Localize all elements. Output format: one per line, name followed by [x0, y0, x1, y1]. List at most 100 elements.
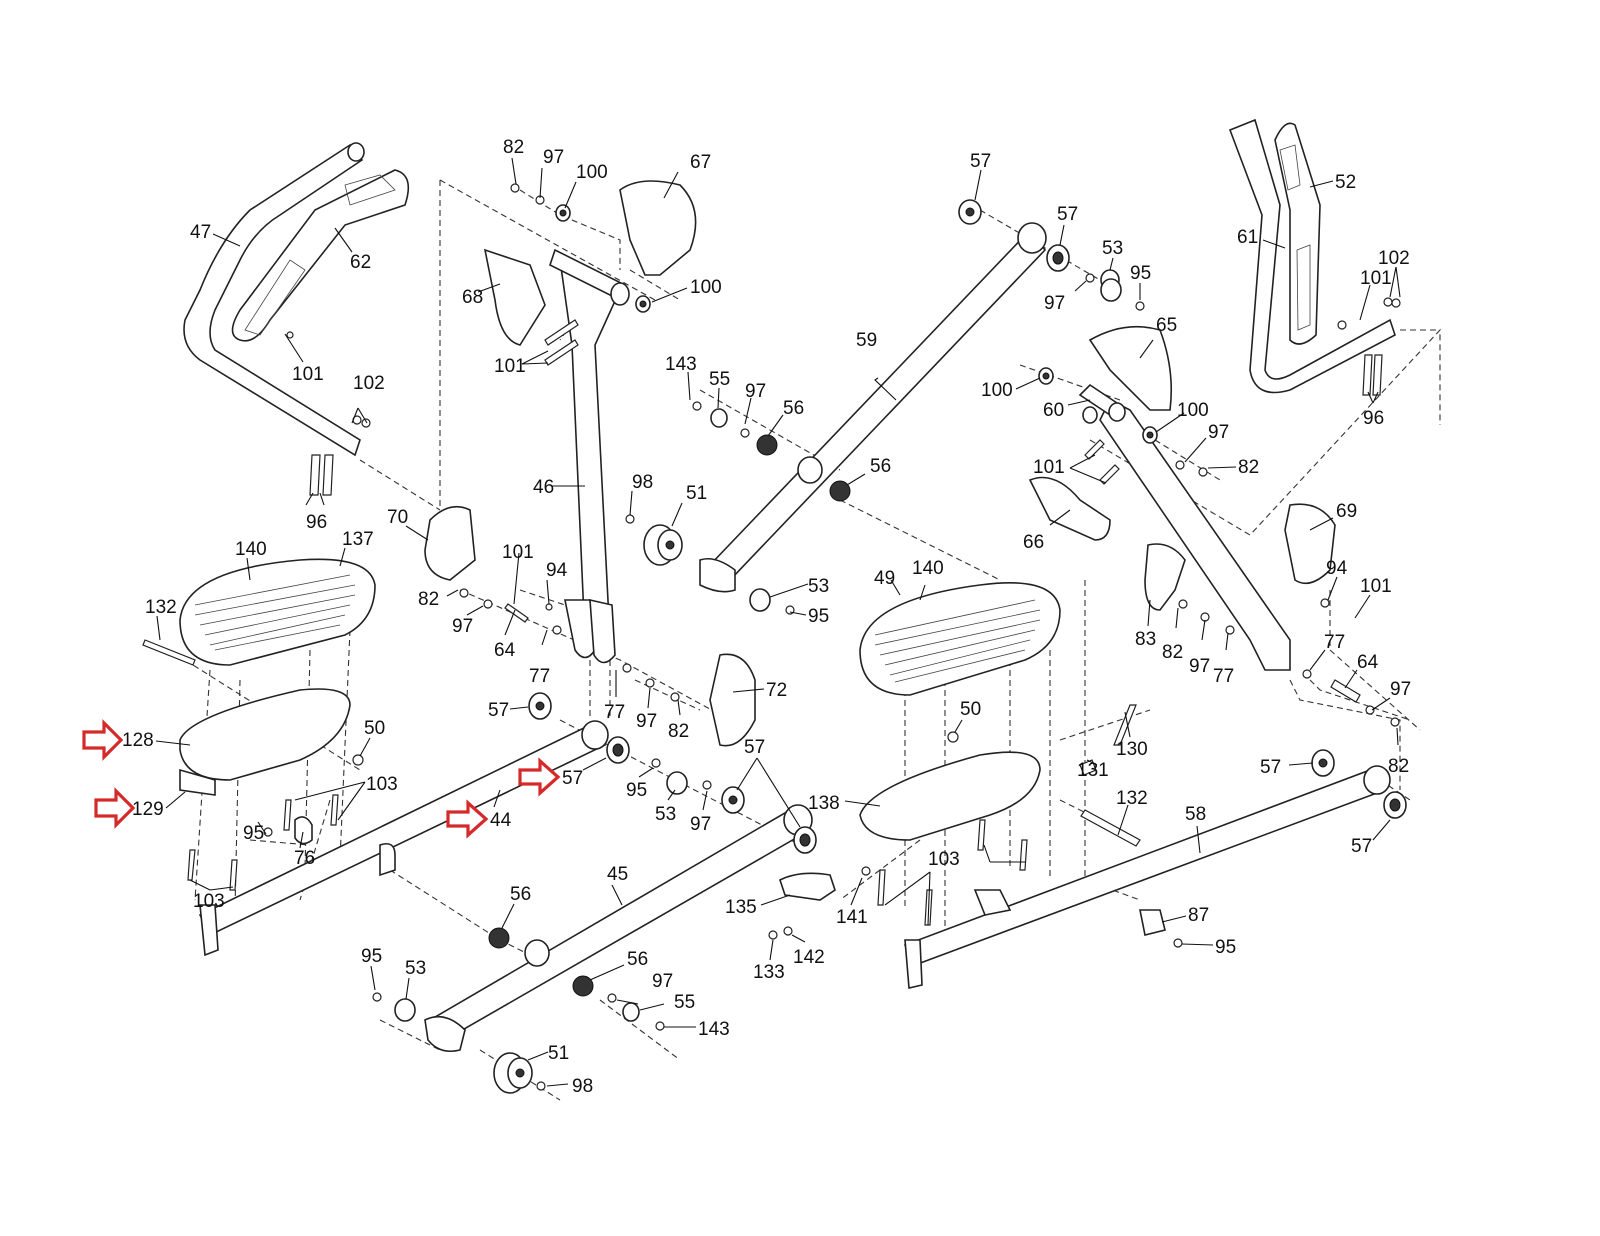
callout-101: 101: [1360, 268, 1392, 289]
callout-57: 57: [488, 700, 509, 721]
leader-lines: [155, 157, 1401, 1087]
callout-64: 64: [1357, 652, 1379, 673]
callout-98: 98: [632, 472, 653, 493]
callout-56: 56: [510, 884, 531, 905]
callout-50: 50: [960, 699, 981, 720]
callout-94: 94: [546, 560, 568, 581]
highlight-arrows: [82, 719, 561, 839]
highlight-arrow-57: [518, 757, 561, 797]
part-128-left-pedal-plate: [179, 688, 351, 781]
callout-97: 97: [1390, 679, 1411, 700]
callout-95: 95: [1215, 937, 1236, 958]
callout-68: 68: [462, 287, 483, 308]
part-129-pedal-cap: [179, 768, 216, 796]
callout-55: 55: [674, 992, 695, 1013]
callout-53: 53: [1102, 238, 1123, 259]
part-76-bracket: [294, 816, 313, 845]
callout-140: 140: [235, 539, 267, 560]
callout-87: 87: [1188, 905, 1209, 926]
callout-83: 83: [1135, 629, 1156, 650]
callout-70: 70: [387, 507, 408, 528]
part-47-left-upper-arm: [183, 143, 364, 457]
part-46-left-upright: [558, 258, 622, 641]
callout-56: 56: [870, 456, 891, 477]
callout-57: 57: [1351, 836, 1372, 857]
callout-96: 96: [1363, 408, 1384, 429]
part-70-shroud: [424, 505, 476, 581]
callout-53: 53: [808, 576, 829, 597]
callout-56: 56: [627, 949, 648, 970]
callout-47: 47: [190, 222, 211, 243]
callout-97: 97: [543, 147, 564, 168]
callout-135: 135: [725, 897, 757, 918]
callout-133: 133: [753, 962, 785, 983]
callout-51: 51: [548, 1043, 569, 1064]
callout-95: 95: [361, 946, 382, 967]
callout-101: 101: [494, 356, 526, 377]
callout-131: 131: [1077, 760, 1109, 781]
part-66-shroud: [1028, 476, 1111, 541]
callout-100: 100: [690, 277, 722, 298]
callout-95: 95: [626, 780, 647, 801]
callout-55: 55: [709, 369, 730, 390]
callout-76: 76: [294, 848, 315, 869]
small-hardware: [142, 183, 1401, 1091]
part-60-right-upright: [1099, 398, 1291, 671]
callout-52: 52: [1335, 172, 1356, 193]
highlight-arrow-129: [94, 787, 136, 829]
callout-82: 82: [1388, 756, 1409, 777]
callout-45: 45: [607, 864, 628, 885]
part-52-right-grip: [1274, 122, 1321, 345]
callout-101: 101: [1033, 457, 1065, 478]
callout-142: 142: [793, 947, 825, 968]
callout-140: 140: [912, 558, 944, 579]
callout-95: 95: [1130, 263, 1151, 284]
callout-97: 97: [1189, 656, 1210, 677]
callout-61: 61: [1237, 227, 1258, 248]
callout-143: 143: [698, 1019, 730, 1040]
callout-101: 101: [502, 542, 534, 563]
parts-drawing: [142, 118, 1407, 1094]
callout-103: 103: [366, 774, 398, 795]
part-68-shroud: [483, 248, 546, 346]
callout-97: 97: [452, 616, 473, 637]
callout-95: 95: [808, 606, 829, 627]
callout-60: 60: [1043, 400, 1064, 421]
part-138-right-pedal-plate: [859, 751, 1041, 841]
part-62-grip: [231, 169, 410, 342]
callout-labels: 47 62 101 102 96 82 97 100 67 68 100 101…: [122, 137, 1411, 1097]
callout-97: 97: [652, 971, 673, 992]
part-61-right-upper-arm: [1228, 118, 1396, 394]
callout-77: 77: [1324, 632, 1345, 653]
callout-141: 141: [836, 907, 868, 928]
callout-97: 97: [1208, 422, 1229, 443]
pad-140-right-texture: [874, 599, 1041, 683]
callout-67: 67: [690, 152, 711, 173]
callout-94: 94: [1326, 558, 1348, 579]
callout-57: 57: [562, 768, 583, 789]
callout-95: 95: [243, 823, 264, 844]
callout-69: 69: [1336, 501, 1357, 522]
callout-57: 57: [1057, 204, 1078, 225]
callout-101: 101: [292, 364, 324, 385]
callout-101: 101: [1360, 576, 1392, 597]
pad-140-left-texture: [194, 574, 356, 651]
callout-82: 82: [1238, 457, 1259, 478]
part-59-arm: [708, 228, 1047, 582]
callout-77: 77: [1213, 666, 1234, 687]
callout-103: 103: [928, 849, 960, 870]
callout-98: 98: [572, 1076, 593, 1097]
callout-130: 130: [1116, 739, 1148, 760]
part-67-shroud: [619, 180, 697, 276]
callout-66: 66: [1023, 532, 1044, 553]
part-65-shroud: [1088, 325, 1172, 411]
part-135-pedal-cap: [779, 872, 836, 901]
highlight-arrow-44: [446, 799, 489, 839]
callout-82: 82: [418, 589, 439, 610]
callout-138: 138: [808, 793, 840, 814]
callout-100: 100: [1177, 400, 1209, 421]
callout-51: 51: [686, 483, 707, 504]
callout-128: 128: [122, 730, 154, 751]
callout-44: 44: [490, 810, 512, 831]
